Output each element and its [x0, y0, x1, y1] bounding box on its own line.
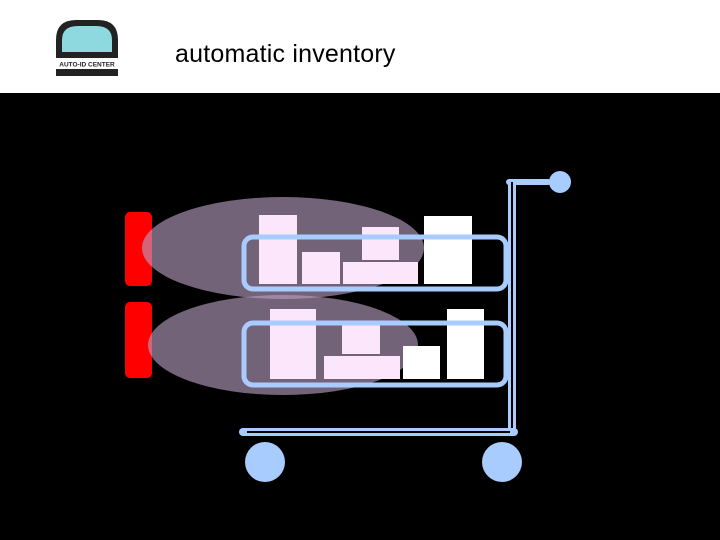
header-bar: AUTO-ID CENTER automatic inventory: [0, 0, 720, 93]
untagged-item: [447, 309, 484, 379]
logo-text: AUTO-ID CENTER: [59, 62, 115, 69]
inventory-diagram: [0, 93, 720, 540]
tagged-item: [324, 356, 400, 379]
untagged-item: [424, 216, 472, 284]
tagged-item: [362, 227, 399, 260]
tagged-item: [302, 252, 340, 284]
cart-wheel-right: [482, 442, 522, 482]
rfid-reader-bottom: [125, 302, 152, 378]
tagged-item: [259, 215, 297, 284]
auto-id-center-logo: AUTO-ID CENTER: [52, 18, 122, 80]
tagged-item: [343, 262, 418, 284]
tagged-item: [270, 309, 316, 379]
untagged-item: [403, 346, 440, 379]
cart-wheel-left: [245, 442, 285, 482]
tagged-item: [342, 321, 380, 354]
page-title: automatic inventory: [175, 40, 396, 69]
